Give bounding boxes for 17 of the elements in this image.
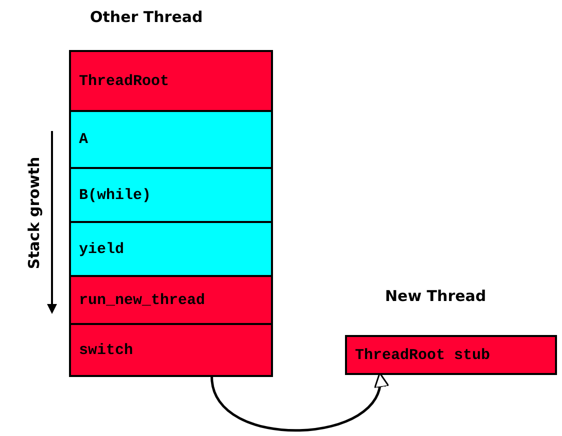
stack-frame-box: [69, 275, 273, 325]
frame-name: B(while): [79, 186, 152, 204]
stack-frame-box: [69, 167, 273, 223]
frame-name: ThreadRoot stub: [355, 346, 490, 364]
heading: Other Thread: [90, 8, 203, 26]
frame-name: run_new_thread: [79, 292, 206, 308]
stack-frame-box: [69, 50, 273, 112]
frame-name: switch: [79, 342, 134, 358]
stack-frame-box: [345, 335, 557, 375]
frame-name: yield: [79, 240, 124, 258]
axis-label: Stack growth: [25, 156, 44, 270]
frame-name: ThreadRoot: [79, 72, 170, 90]
heading: New Thread: [385, 287, 486, 305]
stack-frame-box: [69, 221, 273, 277]
stack-frame-box: [69, 323, 273, 377]
stack-frame-box: [69, 110, 273, 169]
frame-name: A: [79, 131, 88, 148]
